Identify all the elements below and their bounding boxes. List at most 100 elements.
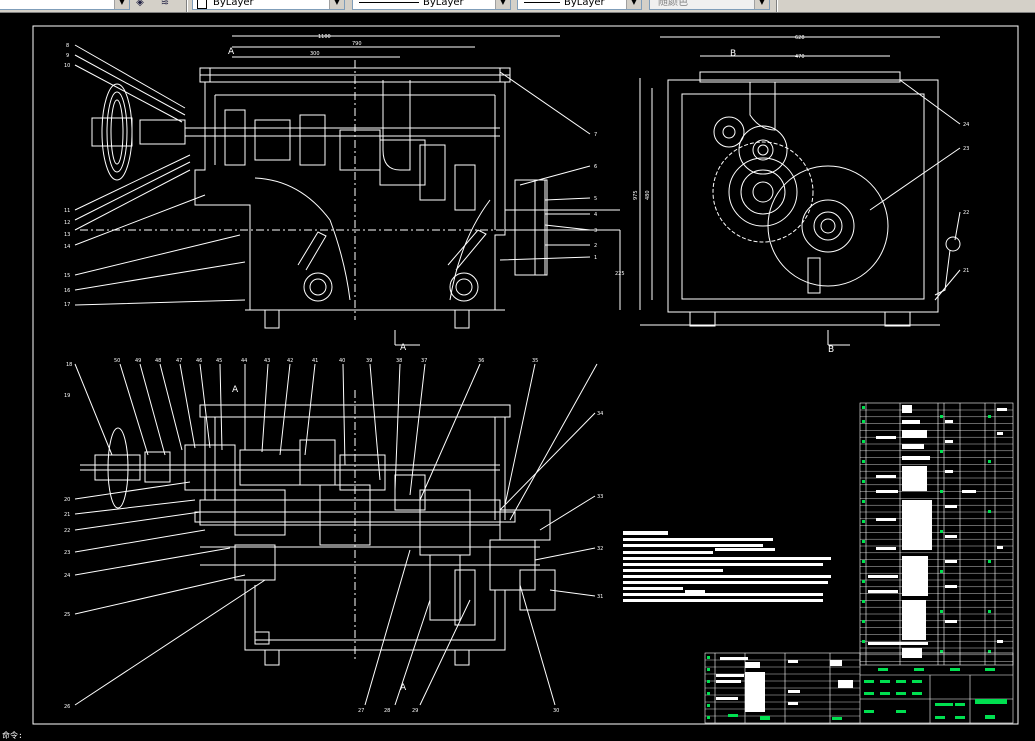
callout-19: 19: [64, 393, 70, 399]
callout-18: 18: [66, 362, 72, 368]
section-label-b-bottom: B: [828, 345, 834, 355]
dim-790: 790: [352, 41, 362, 47]
callout-47: 47: [176, 358, 182, 364]
callout-15: 15: [64, 273, 70, 279]
callout-10: 10: [64, 63, 70, 69]
drawing-canvas[interactable]: 1100 790 300 A A: [0, 13, 1035, 741]
layer-stack-icon[interactable]: ≋: [160, 0, 170, 8]
drawing-border: [32, 25, 1019, 725]
section-label-a-low: A: [400, 683, 407, 693]
callout-37: 37: [421, 358, 427, 364]
callout-36: 36: [478, 358, 484, 364]
callout-21: 21: [963, 268, 969, 274]
chevron-down-icon[interactable]: ▼: [626, 0, 641, 9]
chevron-down-icon[interactable]: ▼: [754, 0, 769, 9]
callout-24b: 24: [64, 573, 70, 579]
dim-300: 300: [310, 51, 320, 57]
section-label-b-top: B: [730, 49, 736, 59]
callout-50: 50: [114, 358, 120, 364]
dim-975: 975: [633, 190, 639, 200]
side-view-callouts: 24 23 22 21: [963, 122, 969, 274]
callout-14: 14: [64, 244, 70, 250]
callout-33: 33: [597, 494, 603, 500]
callout-23b: 23: [64, 550, 70, 556]
callout-38: 38: [396, 358, 402, 364]
color-combo[interactable]: ▼: [0, 0, 130, 10]
chevron-down-icon[interactable]: ▼: [329, 0, 344, 9]
callout-13: 13: [64, 232, 70, 238]
callout-1: 1: [594, 255, 597, 261]
callout-43: 43: [264, 358, 270, 364]
front-view: 1100 790 300 A A: [74, 34, 625, 353]
callout-29: 29: [412, 708, 418, 714]
callout-41: 41: [312, 358, 318, 364]
callout-39: 39: [366, 358, 372, 364]
callout-34: 34: [597, 411, 603, 417]
lineweight-value: ByLayer: [564, 0, 605, 8]
callout-35: 35: [532, 358, 538, 364]
callout-23: 23: [963, 146, 969, 152]
lineweight-control[interactable]: ByLayer ▼: [517, 0, 642, 10]
chevron-down-icon[interactable]: ▼: [495, 0, 510, 9]
callout-20: 20: [64, 497, 70, 503]
dim-1100: 1100: [318, 34, 331, 40]
layer-states-icon[interactable]: ◈: [136, 0, 144, 8]
callout-44: 44: [241, 358, 247, 364]
chevron-down-icon[interactable]: ▼: [114, 0, 129, 9]
section-label-a-top: A: [228, 47, 235, 57]
linetype-value: ByLayer: [423, 0, 464, 8]
section-label-a-mid: A: [232, 385, 239, 395]
section-view-callouts: 18 50 49 48 47 46 45 44 43 42 41 40 39 3…: [64, 358, 603, 714]
parts-list: [859, 402, 1014, 666]
callout-40: 40: [339, 358, 345, 364]
callout-32: 32: [597, 546, 603, 552]
front-view-callouts: 8 9 10 11 12 13 14 15 16 17 7 6 5 4 3 2 …: [64, 43, 597, 308]
callout-49: 49: [135, 358, 141, 364]
lineweight-preview: [524, 2, 560, 3]
callout-25: 25: [64, 612, 70, 618]
callout-12: 12: [64, 220, 70, 226]
color-value: ByLayer: [213, 0, 254, 8]
title-block-text: [716, 657, 853, 712]
side-view: 628 470 B B 975 480: [633, 35, 961, 355]
section-view: A A: [74, 363, 598, 706]
title-block-rows: [705, 659, 860, 717]
parts-list-green-marks: [862, 406, 995, 671]
callout-21b: 21: [64, 512, 70, 518]
callout-22b: 22: [64, 528, 70, 534]
callout-31: 31: [597, 594, 603, 600]
callout-3: 3: [594, 228, 597, 234]
command-prompt: 命令:: [2, 731, 23, 740]
callout-17: 17: [64, 302, 70, 308]
callout-8: 8: [66, 43, 69, 49]
color-swatch: [197, 0, 207, 9]
color-control[interactable]: ByLayer ▼: [192, 0, 345, 10]
dim-480: 480: [645, 190, 651, 200]
callout-46: 46: [196, 358, 202, 364]
callout-4: 4: [594, 212, 597, 218]
callout-5: 5: [594, 196, 597, 202]
plotstyle-value: 随颜色: [658, 0, 688, 8]
callout-48: 48: [155, 358, 161, 364]
dim-470: 470: [795, 54, 805, 60]
properties-toolbar: ▼ ◈ ≋ ByLayer ▼ ByLayer ▼ ByLayer ▼ 随颜色 …: [0, 0, 1035, 13]
callout-30: 30: [553, 708, 559, 714]
linetype-control[interactable]: ByLayer ▼: [352, 0, 511, 10]
command-line[interactable]: 命令:: [0, 731, 1035, 741]
plotstyle-control[interactable]: 随颜色 ▼: [649, 0, 770, 10]
callout-22: 22: [963, 210, 969, 216]
parts-list-rows: [860, 409, 1013, 662]
linetype-preview: [359, 2, 419, 3]
cad-drawing: 1100 790 300 A A: [32, 25, 1019, 725]
dim-628: 628: [795, 35, 805, 41]
parts-list-text: [868, 405, 1007, 658]
dim-225: 225: [615, 271, 625, 277]
callout-24: 24: [963, 122, 969, 128]
callout-42: 42: [287, 358, 293, 364]
callout-9: 9: [66, 53, 69, 59]
callout-26: 26: [64, 704, 70, 710]
callout-7: 7: [594, 132, 597, 138]
callout-27: 27: [358, 708, 364, 714]
toolbar-separator: [186, 0, 188, 12]
callout-28: 28: [384, 708, 390, 714]
